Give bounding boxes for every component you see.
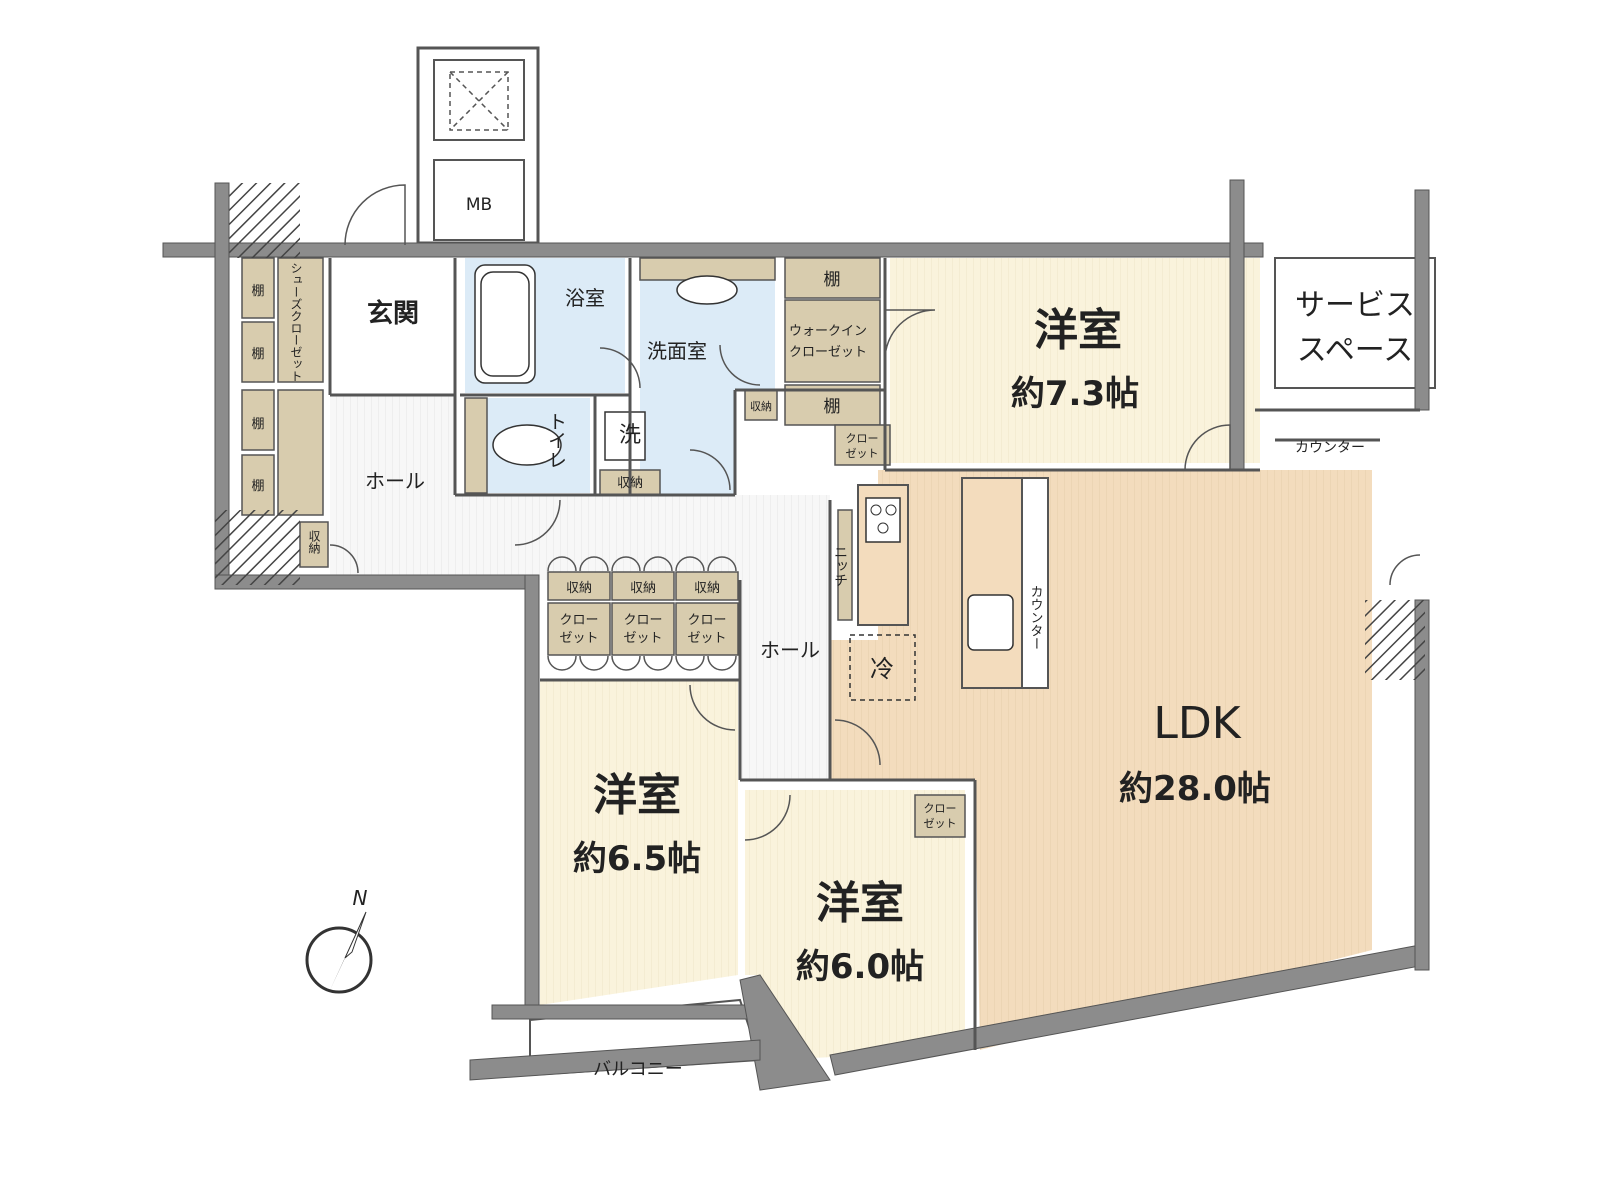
closet-label-3b: ゼット bbox=[687, 631, 726, 646]
interior-walls bbox=[328, 258, 1420, 1050]
washroom-label: 洗面室 bbox=[647, 339, 707, 363]
storage-label-2: 収納 bbox=[630, 581, 656, 596]
compass: N bbox=[305, 886, 373, 994]
storage-label-entry: 収納 bbox=[307, 530, 321, 554]
western2-area: 約6.5帖 bbox=[573, 839, 701, 879]
storage-label-wash: 収納 bbox=[617, 476, 643, 491]
walls bbox=[162, 179, 1430, 1091]
hall-label-1: ホール bbox=[365, 469, 425, 493]
shoes-closet-label: シューズクローゼット bbox=[289, 262, 303, 382]
storage-label-small: 収納 bbox=[750, 400, 772, 413]
closet-label-3a: クロー bbox=[687, 613, 726, 628]
walkin-label-1: ウォークイン bbox=[789, 324, 867, 339]
shelf-label-1: 棚 bbox=[251, 284, 264, 299]
western1-floor-lines bbox=[890, 258, 1260, 463]
closet-label-w3a: クロー bbox=[924, 802, 957, 815]
closet-label-2b: ゼット bbox=[623, 631, 662, 646]
niche-label: ニッチ bbox=[832, 545, 848, 587]
toilet-label: トイレ bbox=[545, 412, 567, 469]
closet-label-w1a: クロー bbox=[846, 432, 879, 445]
balcony-label: バルコニー bbox=[593, 1059, 683, 1080]
western3-name: 洋室 bbox=[816, 878, 904, 929]
service-space-label-2: スペース bbox=[1297, 333, 1413, 368]
western1-name: 洋室 bbox=[1034, 305, 1122, 356]
storage-label-3: 収納 bbox=[694, 581, 720, 596]
closet-label-w3b: ゼット bbox=[924, 817, 957, 830]
shaft bbox=[416, 46, 540, 245]
western2-floor-lines bbox=[540, 680, 738, 1005]
storage-label-1: 収納 bbox=[566, 581, 592, 596]
western3-floor-lines bbox=[745, 790, 965, 1060]
shelf-label-3: 棚 bbox=[251, 417, 264, 432]
service-space-label-1: サービス bbox=[1295, 288, 1415, 323]
shelf-label-2: 棚 bbox=[251, 347, 264, 362]
walkin-shelf-top-label: 棚 bbox=[824, 270, 841, 290]
north-label: N bbox=[353, 886, 368, 910]
counter-label-horizontal: カウンター bbox=[1295, 440, 1365, 456]
closet-label-w1b: ゼット bbox=[846, 447, 879, 460]
ldk-floor-lines bbox=[820, 470, 1372, 1050]
storage-blocks bbox=[241, 257, 966, 838]
counter-label-vertical: カウンター bbox=[1028, 585, 1043, 650]
kitchen bbox=[849, 477, 1049, 701]
service-space-floor bbox=[1274, 257, 1436, 389]
washroom-floor bbox=[640, 258, 775, 495]
washer-label: 洗 bbox=[619, 423, 641, 448]
closet-label-1a: クロー bbox=[559, 613, 598, 628]
walkin-label-2: クローゼット bbox=[789, 345, 867, 360]
hall-label-2: ホール bbox=[760, 638, 820, 662]
western2-name: 洋室 bbox=[593, 770, 681, 821]
walkin-shelf-bottom-label: 棚 bbox=[824, 397, 841, 417]
western3-area: 約6.0帖 bbox=[796, 947, 924, 987]
ldk-name: LDK bbox=[1153, 698, 1241, 749]
bath-label: 浴室 bbox=[565, 286, 605, 310]
closet-label-2a: クロー bbox=[623, 613, 662, 628]
genkan-label: 玄関 bbox=[367, 298, 419, 329]
ldk-area: 約28.0帖 bbox=[1119, 769, 1271, 809]
fridge-label: 冷 bbox=[870, 655, 894, 683]
closet-label-1b: ゼット bbox=[559, 631, 598, 646]
door-swings bbox=[329, 184, 1421, 841]
western1-area: 約7.3帖 bbox=[1011, 374, 1139, 414]
shelf-label-4: 棚 bbox=[251, 479, 264, 494]
bath-fixtures bbox=[474, 264, 738, 466]
mb-label: MB bbox=[466, 195, 492, 215]
